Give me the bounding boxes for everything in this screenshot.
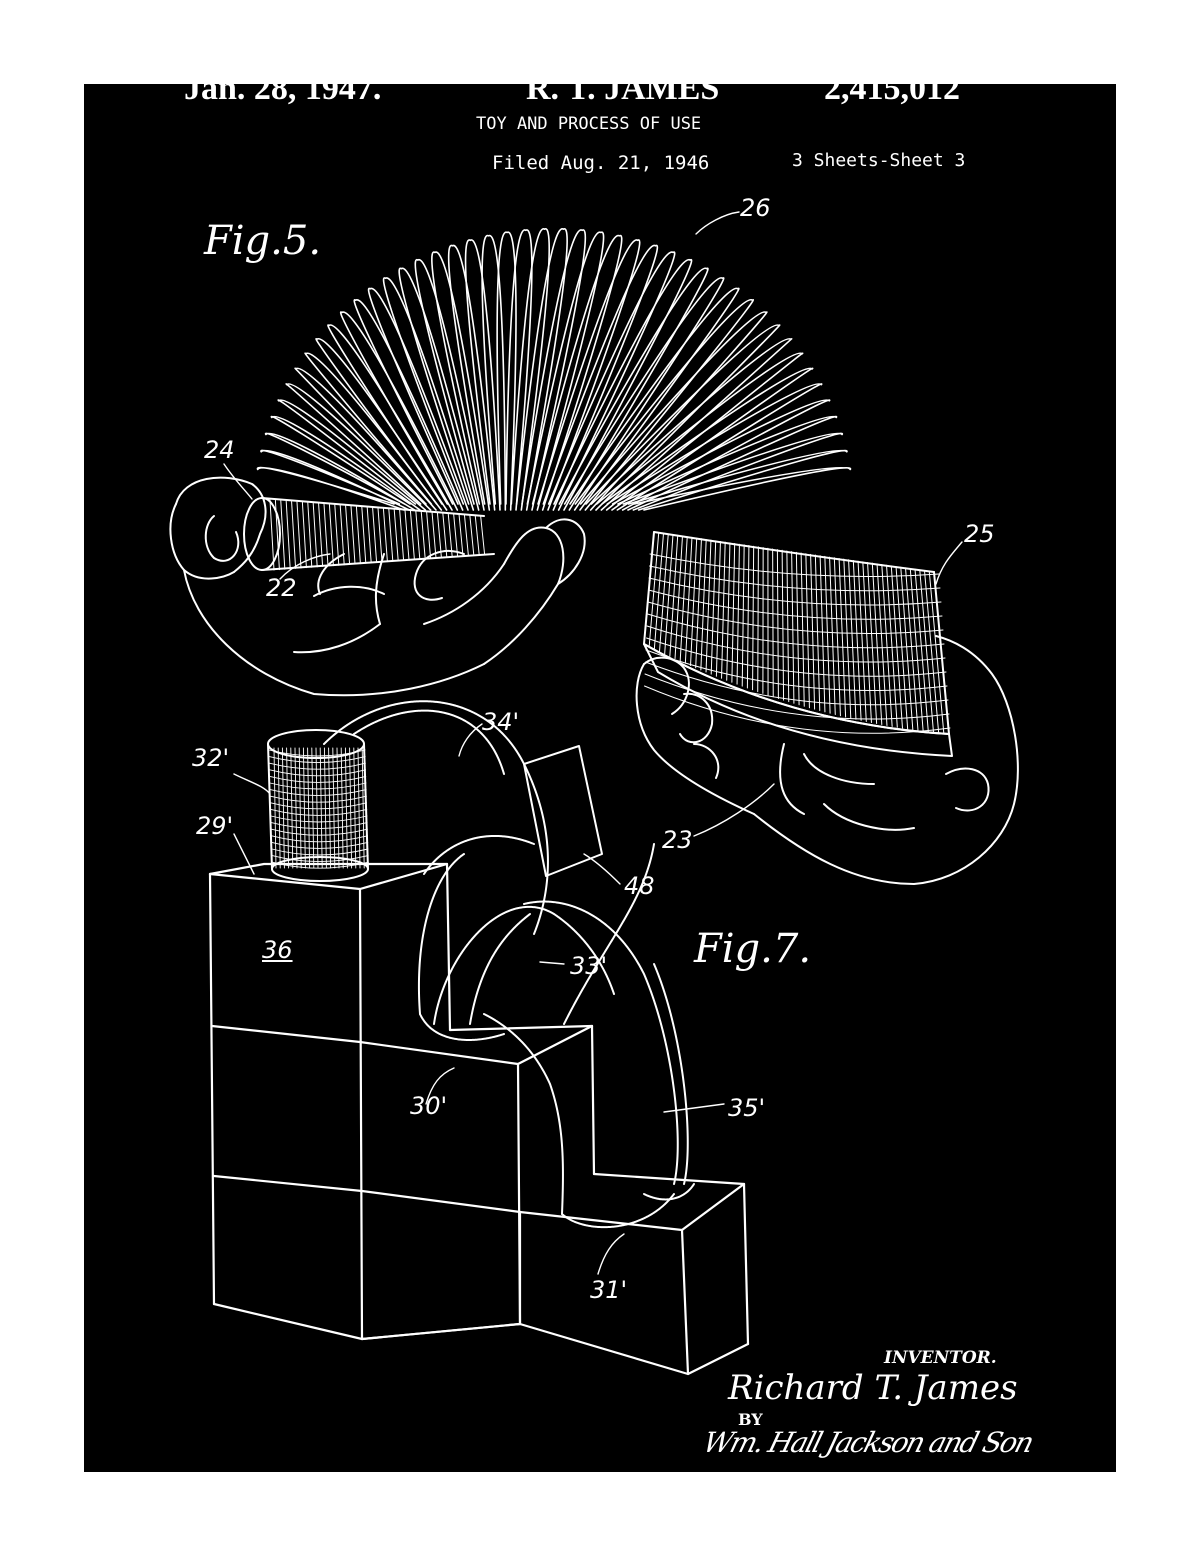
slinky-coil-small bbox=[268, 730, 368, 881]
patent-number: 2,415,012 bbox=[824, 84, 960, 107]
ref-33: 33' bbox=[570, 952, 608, 980]
patent-date: Jan. 28, 1947. bbox=[184, 84, 382, 107]
stair-blocks bbox=[210, 864, 748, 1374]
slinky-left-stack bbox=[244, 498, 494, 570]
ref-24: 24 bbox=[204, 436, 235, 464]
ref-35: 35' bbox=[728, 1094, 766, 1122]
ref-25: 25 bbox=[964, 520, 995, 548]
sheet-count: 3 Sheets-Sheet 3 bbox=[792, 150, 966, 171]
filed-date: Filed Aug. 21, 1946 bbox=[492, 152, 710, 174]
ref-26: 26 bbox=[740, 194, 771, 222]
figure-5-label: Fig.5. bbox=[204, 218, 322, 264]
card-48 bbox=[524, 746, 602, 876]
ref-22: 22 bbox=[266, 574, 297, 602]
slinky-motion-arcs bbox=[324, 701, 694, 1227]
right-hand bbox=[637, 636, 1018, 884]
ref-23: 23 bbox=[662, 826, 693, 854]
attorney-signature: Wm. Hall Jackson and Son bbox=[699, 1426, 1036, 1459]
ref-30: 30' bbox=[410, 1092, 448, 1120]
ref-48: 48 bbox=[624, 872, 655, 900]
slinky-arc-coils bbox=[257, 229, 850, 510]
figure-7-label: Fig.7. bbox=[694, 926, 812, 972]
patent-illustration bbox=[84, 84, 1116, 1472]
leader-lines bbox=[224, 212, 962, 1274]
left-hand bbox=[170, 478, 584, 696]
ref-34: 34' bbox=[482, 708, 520, 736]
ref-29: 29' bbox=[196, 812, 234, 840]
by-label: BY bbox=[738, 1410, 763, 1429]
ref-32: 32' bbox=[192, 744, 230, 772]
patent-inventor-short: R. T. JAMES bbox=[526, 84, 720, 107]
ref-31: 31' bbox=[590, 1276, 628, 1304]
inventor-label: INVENTOR. bbox=[884, 1348, 997, 1368]
ref-36: 36 bbox=[262, 936, 293, 964]
patent-drawing-sheet: Jan. 28, 1947. R. T. JAMES 2,415,012 TOY… bbox=[84, 84, 1116, 1472]
patent-title: TOY AND PROCESS OF USE bbox=[476, 114, 702, 134]
slinky-right-stack bbox=[644, 532, 952, 756]
inventor-name: Richard T. James bbox=[728, 1368, 1018, 1408]
